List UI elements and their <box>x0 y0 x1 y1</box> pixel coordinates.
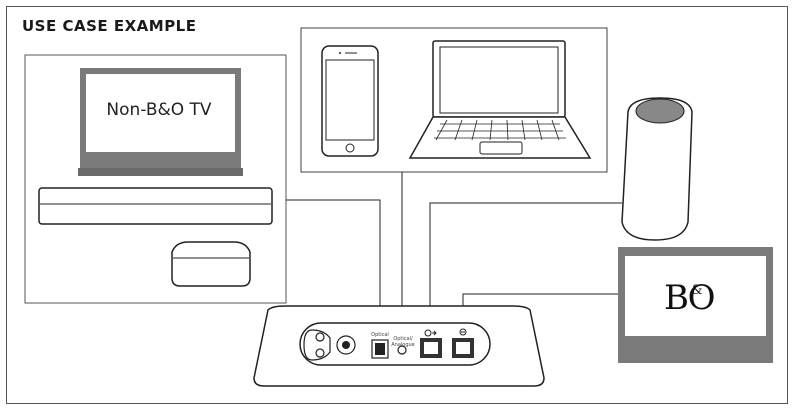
bo-logo: BO <box>664 278 715 318</box>
laptop-icon <box>408 40 592 159</box>
hub-icon <box>253 305 545 387</box>
tv-icon <box>78 68 243 176</box>
power-socket-icon <box>303 329 331 361</box>
gear-icon <box>336 335 356 355</box>
streaming-box-icon <box>171 241 251 287</box>
phone-icon <box>321 45 379 157</box>
optical-port-icon <box>371 339 389 359</box>
optical-analogue-port-label: Optical/ Analogue <box>391 336 415 348</box>
analogue-port-icon <box>397 345 407 355</box>
ethernet-in-icon <box>452 328 474 358</box>
ethernet-out-icon <box>420 329 442 358</box>
speaker-icon <box>621 97 693 241</box>
bo-logo-ampersand: & <box>691 283 703 298</box>
bo-tv-icon <box>618 247 773 363</box>
tv-label: Non-B&O TV <box>106 100 212 120</box>
tv-to-optical-line <box>286 199 381 312</box>
speaker-to-ethernet-line <box>429 202 622 333</box>
diagram-title: USE CASE EXAMPLE <box>22 17 197 35</box>
optical-port-label: Optical <box>371 332 389 338</box>
connection-lines <box>286 172 622 333</box>
soundbar-icon <box>38 187 273 225</box>
